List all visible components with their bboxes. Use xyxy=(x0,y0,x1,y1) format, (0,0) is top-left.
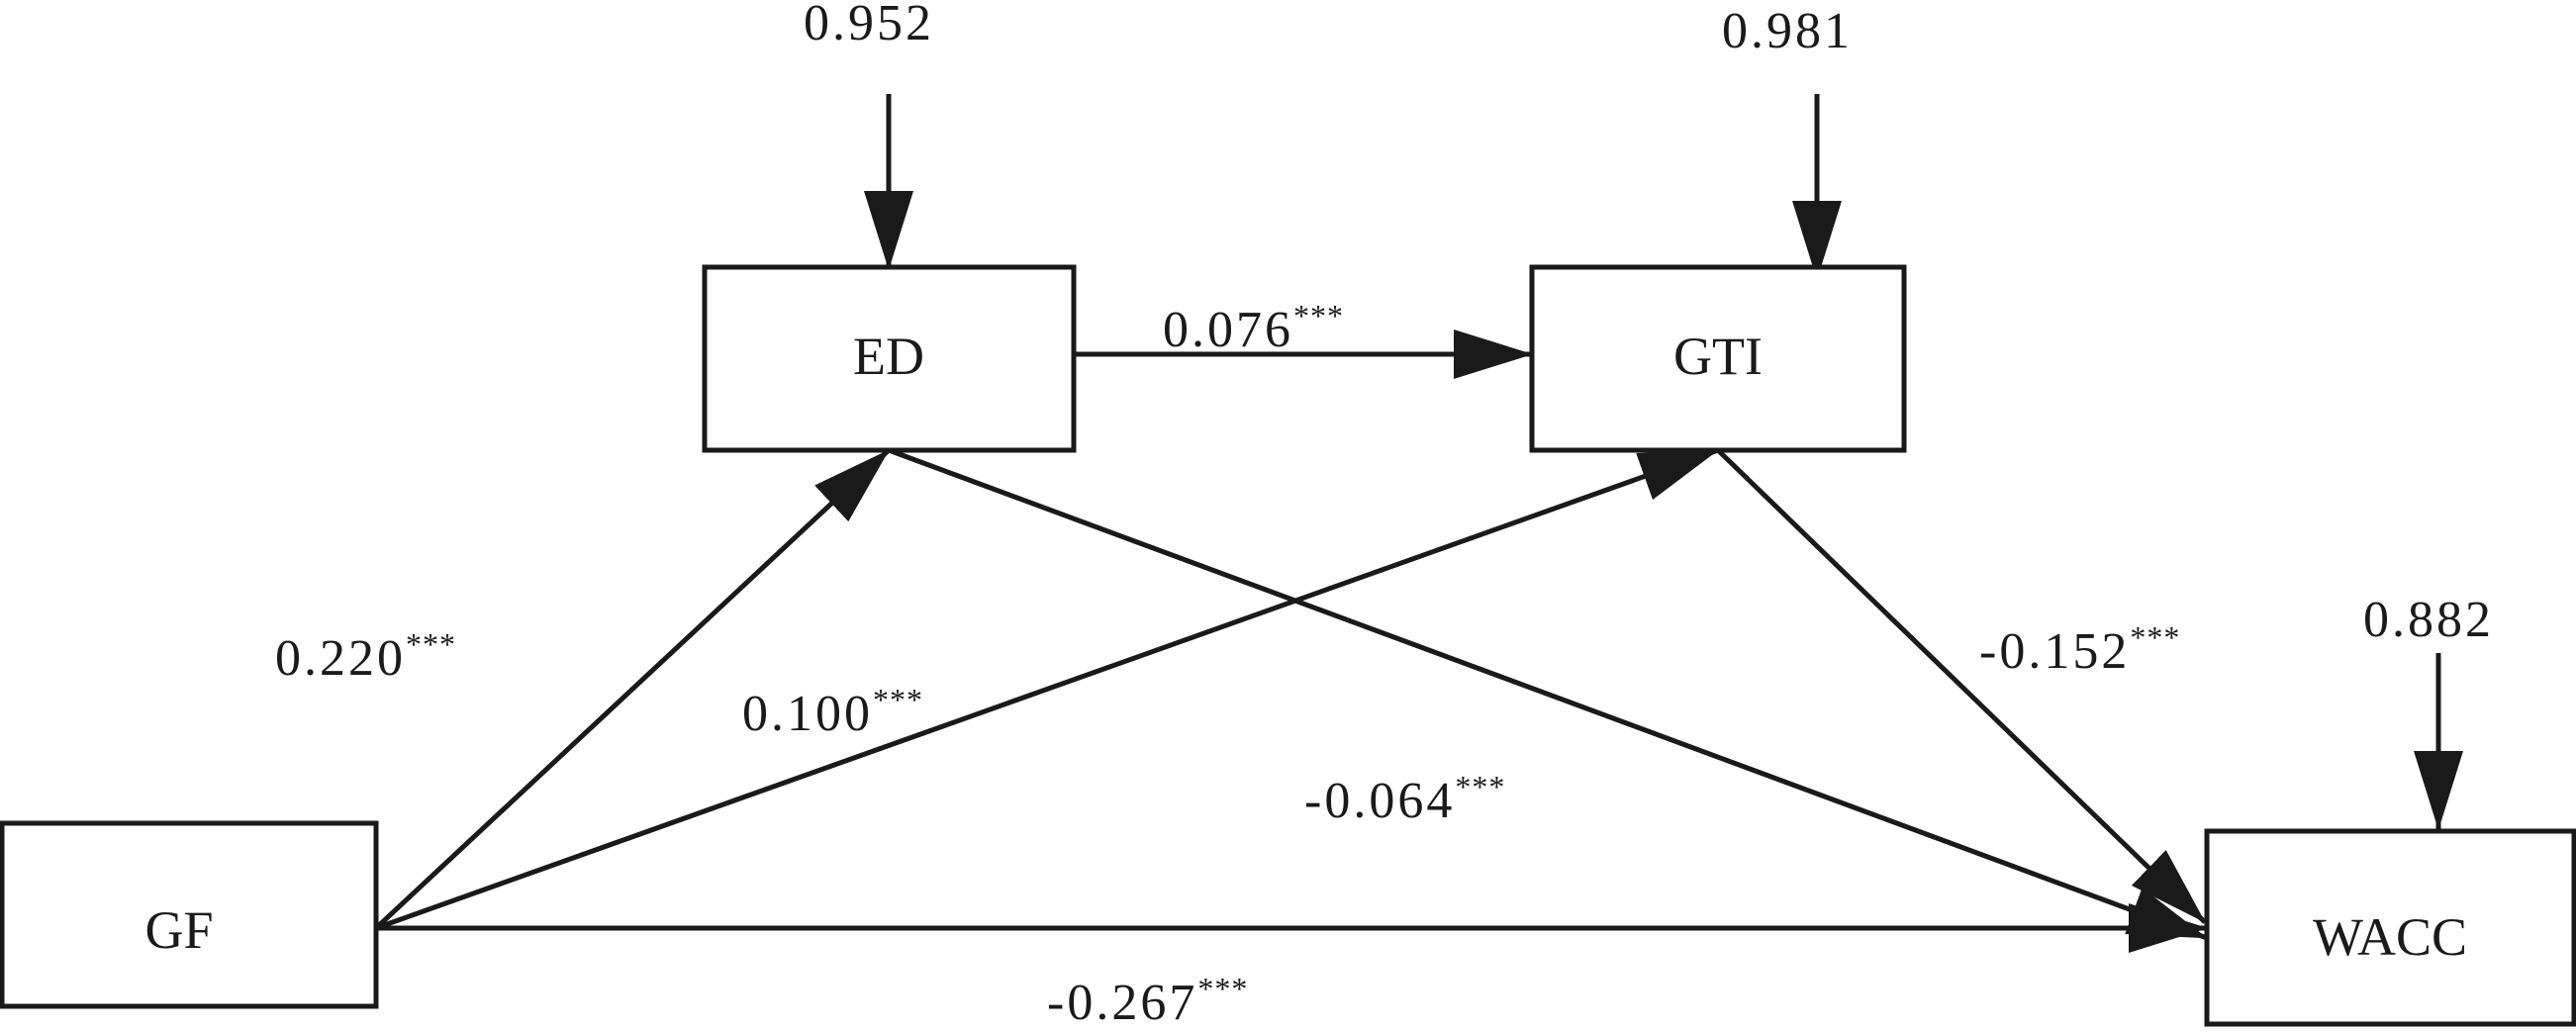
error-label-wacc: 0.882 xyxy=(2363,592,2494,648)
coef-ed-wacc-sig: *** xyxy=(1455,769,1505,804)
coef-gf-ed-value: 0.220 xyxy=(275,630,406,687)
node-wacc-label: WACC xyxy=(2313,907,2467,967)
node-gf: GF xyxy=(0,820,379,1009)
coef-ed-wacc: -0.064*** xyxy=(1304,769,1505,829)
arrow-gf-gti xyxy=(375,447,1719,931)
coef-ed-gti: 0.076*** xyxy=(1163,298,1344,358)
coef-gf-wacc-value: -0.267 xyxy=(1047,975,1197,1031)
coef-gti-wacc-sig: *** xyxy=(2130,619,2180,655)
coef-gti-wacc: -0.152*** xyxy=(1979,619,2180,680)
coef-gf-gti-value: 0.100 xyxy=(742,686,873,742)
coef-ed-wacc-value: -0.064 xyxy=(1304,773,1455,829)
coef-gf-wacc: -0.267*** xyxy=(1047,971,1248,1031)
arrow-ed-wacc xyxy=(888,447,2208,941)
coef-ed-gti-sig: *** xyxy=(1293,298,1344,333)
coef-gf-wacc-sig: *** xyxy=(1197,971,1248,1006)
node-gf-label: GF xyxy=(144,900,213,960)
coef-gti-wacc-value: -0.152 xyxy=(1979,623,2130,680)
coef-gf-gti: 0.100*** xyxy=(742,682,923,742)
coef-gf-ed-sig: *** xyxy=(406,626,456,662)
node-ed-label: ED xyxy=(853,327,924,386)
node-ed: ED xyxy=(702,264,1077,453)
node-gti: GTI xyxy=(1529,264,1907,453)
node-wacc: WACC xyxy=(2204,828,2576,1027)
arrow-gti-wacc xyxy=(1716,448,2207,924)
error-label-ed: 0.952 xyxy=(804,0,934,51)
arrow-gf-ed xyxy=(374,448,891,930)
node-gti-label: GTI xyxy=(1673,327,1763,386)
error-label-gti: 0.981 xyxy=(1722,3,1853,59)
coef-gf-gti-sig: *** xyxy=(873,682,923,717)
coef-gf-ed: 0.220*** xyxy=(275,626,456,687)
coef-ed-gti-value: 0.076 xyxy=(1163,302,1293,358)
